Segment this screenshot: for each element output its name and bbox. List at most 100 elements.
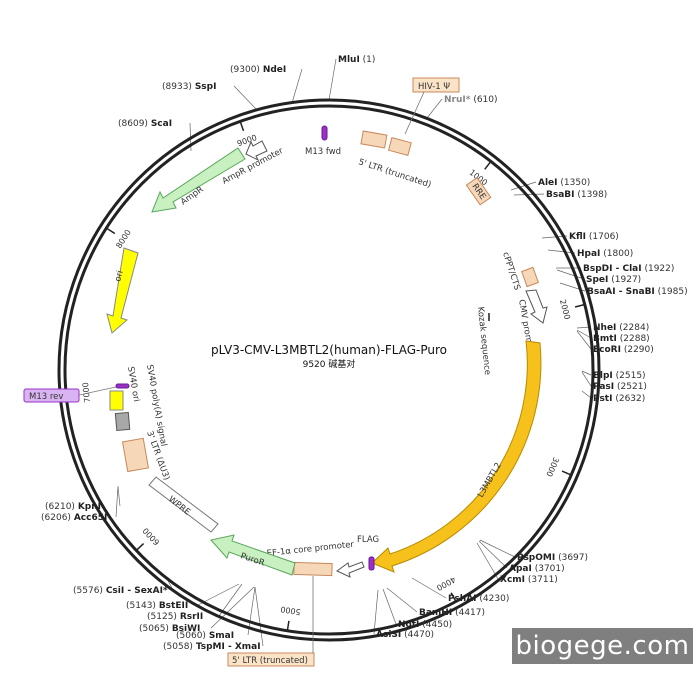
m13-fwd-marker[interactable] (321, 125, 328, 141)
site-leader-bsiwi (210, 586, 255, 629)
puror-arrow[interactable] (210, 534, 296, 576)
site-mlui[interactable]: MluI (1) (338, 55, 375, 65)
site-leader-psti (581, 390, 592, 399)
site-leader-apai (478, 540, 508, 569)
ltr5-top-box2[interactable] (387, 137, 412, 156)
site-sspi[interactable]: (8933) SspI (162, 82, 216, 92)
site-leader-noti (382, 588, 397, 625)
site-leader-xcmi (476, 542, 499, 580)
ltr5-top-box1[interactable] (360, 130, 388, 149)
site-nrui[interactable]: NruI* (610) (444, 95, 498, 105)
tick-9000 (239, 121, 245, 132)
site-acc65i[interactable]: (6206) Acc65I (41, 513, 107, 523)
site-name-acc65i: Acc65I (74, 513, 108, 523)
site-tspmi[interactable]: (5058) TspMI - XmaI (163, 642, 261, 652)
site-bamhi[interactable]: BamHI (4417) (419, 608, 485, 618)
site-smai[interactable]: (5060) SmaI (176, 631, 234, 641)
site-pos-sspi: (8933) (162, 82, 192, 92)
site-spei[interactable]: SpeI (1927) (586, 275, 641, 285)
wpre-box[interactable] (148, 476, 219, 533)
m13-rev-label: M13 rev (29, 392, 63, 402)
site-scai[interactable]: (8609) ScaI (118, 119, 172, 129)
m13-fwd-label: M13 fwd (305, 147, 341, 157)
site-rsrii[interactable]: (5125) RsrII (147, 612, 203, 622)
site-name-kfli: KflI (569, 232, 586, 242)
ltr5-bottom-label: 5' LTR (truncated) (232, 656, 308, 666)
ampr-promoter-arrow[interactable] (245, 140, 268, 162)
site-pos-tspmi: (5058) (163, 642, 193, 652)
site-pos-mlui: (1) (363, 55, 376, 65)
m13-rev-tag[interactable] (23, 388, 80, 403)
tick-label-4000: 4000 (435, 575, 457, 593)
m13-rev-marker[interactable] (115, 383, 130, 389)
site-asisi[interactable]: AsiSI (4470) (376, 630, 434, 640)
site-name-nhei: NheI (593, 323, 616, 333)
site-nhei[interactable]: NheI (2284) (593, 323, 649, 333)
site-alei[interactable]: AleI (1350) (538, 178, 590, 188)
site-kpni[interactable]: (6210) KpnI (45, 502, 101, 512)
site-name-mlui: MluI (338, 55, 360, 65)
site-leader-alei (510, 181, 537, 191)
site-apai[interactable]: ApaI (3701) (509, 564, 565, 574)
ampr-arrow[interactable] (151, 147, 246, 213)
site-name-ecori: EcoRI (593, 345, 621, 355)
site-pos-smai: (5060) (176, 631, 206, 641)
tick-3000 (561, 470, 572, 476)
site-bsiwi[interactable]: (5065) BsiWI (139, 624, 200, 634)
site-noti[interactable]: NotI (4450) (398, 620, 452, 630)
sv40-ori-box[interactable] (109, 390, 124, 411)
sv40-polya-box[interactable] (114, 411, 131, 432)
site-leader-pspomi (479, 539, 516, 558)
site-name-pshai: PshAI (448, 594, 477, 604)
site-pasi[interactable]: PasI (2521) (593, 382, 647, 392)
site-xcmi[interactable]: XcmI (3711) (500, 575, 558, 585)
ef1a-promoter-arrow[interactable] (336, 561, 365, 578)
site-name-scai: ScaI (151, 119, 172, 129)
cmv-promoter-arrow[interactable] (525, 289, 548, 324)
tick-label-5000: 5000 (280, 604, 302, 616)
site-bsteii[interactable]: (5143) BstEII (126, 601, 188, 611)
ltr3-box[interactable] (121, 437, 150, 473)
site-kfli[interactable]: KflI (1706) (569, 232, 619, 242)
site-pspomi[interactable]: PspOMI (3697) (517, 553, 588, 563)
ef1a-label: EF-1α core promoter (266, 540, 355, 559)
site-ecori[interactable]: EcoRI (2290) (593, 345, 654, 355)
site-pos-scai: (8609) (118, 119, 148, 129)
site-leader-asisi (373, 589, 379, 635)
ltr5-bottom-tag[interactable] (227, 652, 315, 667)
site-name-noti: NotI (398, 620, 419, 630)
tick-label-3000: 3000 (544, 456, 560, 478)
site-ndei[interactable]: (9300) NdeI (230, 65, 286, 75)
site-name-xcmi: XcmI (500, 575, 525, 585)
site-bmti[interactable]: BmtI (2288) (593, 334, 650, 344)
site-name-bsaai: BsaAI - SnaBI (587, 287, 655, 297)
ori-arrow[interactable] (106, 247, 139, 334)
hiv1-psi-box[interactable] (412, 77, 460, 93)
l3mbtl2-arrow[interactable] (371, 340, 542, 573)
cppt-box[interactable] (520, 266, 540, 288)
site-bsabi[interactable]: BsaBI (1398) (546, 190, 607, 200)
site-pos-pspomi: (3697) (558, 553, 588, 563)
site-pos-nrui: (610) (473, 95, 497, 105)
site-leader-bsabi (513, 193, 545, 196)
site-pos-bamhi: (4417) (455, 608, 485, 618)
ori-label: ori (113, 270, 126, 283)
flag-marker[interactable] (368, 556, 375, 571)
ltr5-bottom-box[interactable] (293, 561, 333, 577)
site-bspdi[interactable]: BspDI - ClaI (1922) (583, 264, 674, 274)
backbone-inner (63, 104, 595, 636)
site-pshai[interactable]: PshAI (4230) (448, 594, 509, 604)
plasmid-title: pLV3-CMV-L3MBTL2(human)-FLAG-Puro (211, 343, 447, 357)
tick-4000 (450, 592, 457, 602)
rre-box[interactable] (465, 177, 492, 206)
site-csii[interactable]: (5576) CsiI - SexAI* (73, 586, 168, 596)
site-name-pspomi: PspOMI (517, 553, 555, 563)
site-blpi[interactable]: BlpI (2515) (593, 371, 646, 381)
tick-8000 (105, 227, 116, 235)
site-psti[interactable]: PstI (2632) (593, 394, 645, 404)
site-bsaai[interactable]: BsaAI - SnaBI (1985) (587, 287, 688, 297)
site-leader-kpni (117, 486, 121, 507)
kozak-marker[interactable] (488, 313, 490, 321)
site-hpai[interactable]: HpaI (1800) (577, 249, 633, 259)
site-leader-blpi (581, 370, 592, 376)
